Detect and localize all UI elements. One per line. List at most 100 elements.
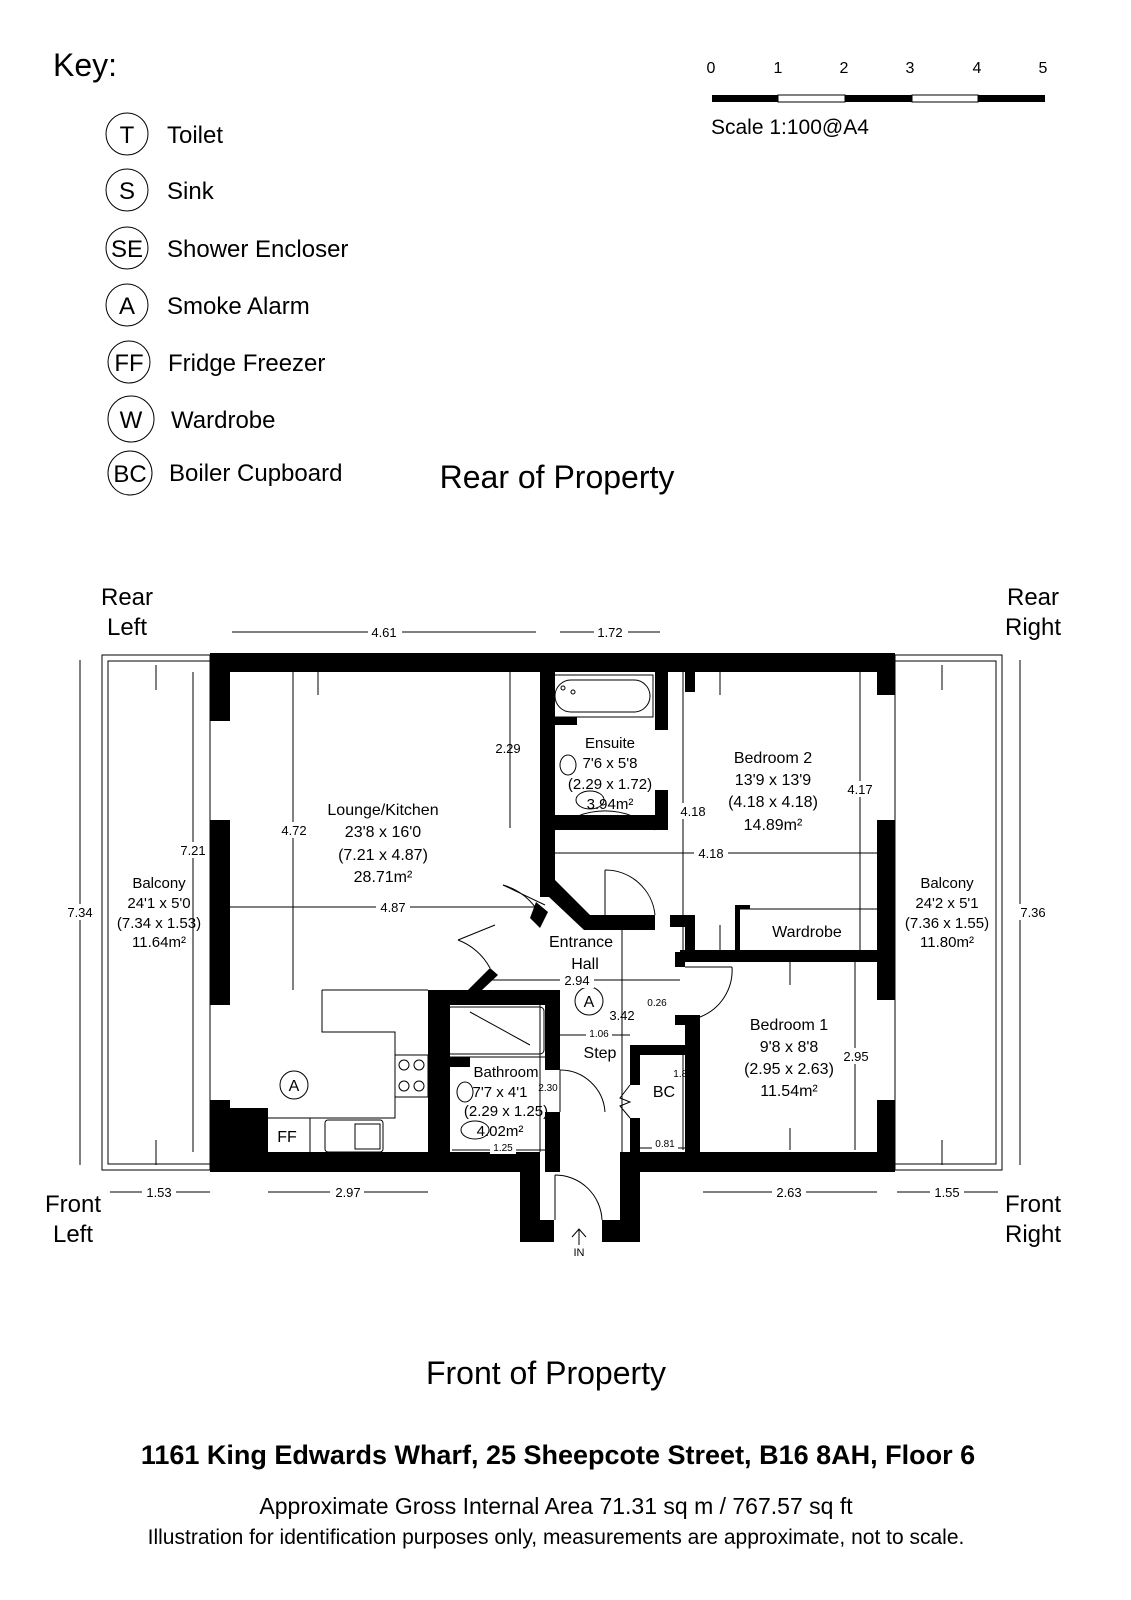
svg-text:Sink: Sink xyxy=(167,178,215,205)
svg-text:1.86: 1.86 xyxy=(673,1069,693,1080)
svg-text:2.30: 2.30 xyxy=(538,1083,558,1094)
rear-label: Rear of Property xyxy=(440,459,675,495)
smoke-alarm-icon: A xyxy=(279,1070,309,1100)
svg-text:Front: Front xyxy=(45,1191,101,1218)
svg-text:7.21: 7.21 xyxy=(180,843,205,858)
svg-text:Entrance: Entrance xyxy=(549,934,613,951)
svg-text:4.18: 4.18 xyxy=(680,804,705,819)
svg-text:Balcony: Balcony xyxy=(920,875,974,892)
svg-text:13'9 x 13'9: 13'9 x 13'9 xyxy=(735,772,811,789)
svg-text:1.53: 1.53 xyxy=(146,1185,171,1200)
svg-text:7'6 x 5'8: 7'6 x 5'8 xyxy=(583,755,638,772)
svg-text:Lounge/Kitchen: Lounge/Kitchen xyxy=(327,802,438,819)
room-bedroom-1: Bedroom 1 9'8 x 8'8 (2.95 x 2.63) 11.54m² xyxy=(744,1017,834,1100)
svg-text:9'8 x 8'8: 9'8 x 8'8 xyxy=(760,1039,819,1056)
svg-text:2.94: 2.94 xyxy=(564,973,589,988)
svg-text:Ensuite: Ensuite xyxy=(585,735,635,752)
svg-text:1: 1 xyxy=(774,60,783,77)
svg-text:5: 5 xyxy=(1039,60,1048,77)
svg-text:4.87: 4.87 xyxy=(380,900,405,915)
svg-text:BC: BC xyxy=(113,461,146,488)
svg-text:4.02m²: 4.02m² xyxy=(477,1123,524,1140)
svg-text:Bedroom 2: Bedroom 2 xyxy=(734,750,812,767)
disclaimer: Illustration for identification purposes… xyxy=(148,1526,965,1549)
svg-text:24'2 x 5'1: 24'2 x 5'1 xyxy=(915,895,978,912)
room-labels: Lounge/Kitchen 23'8 x 16'0 (7.21 x 4.87) 28… xyxy=(117,735,989,1259)
svg-text:2.29: 2.29 xyxy=(495,741,520,756)
scale-bar: 0 1 2 3 4 5 Scale 1:100@A4 xyxy=(707,60,1048,139)
wardrobe-label: Wardrobe xyxy=(772,924,842,941)
svg-text:(2.95 x 2.63): (2.95 x 2.63) xyxy=(744,1061,834,1078)
svg-text:Smoke Alarm: Smoke Alarm xyxy=(167,293,310,320)
svg-text:1.72: 1.72 xyxy=(597,625,622,640)
svg-text:Right: Right xyxy=(1005,1221,1061,1248)
boiler-cupboard-label: BC xyxy=(653,1084,675,1101)
svg-text:A: A xyxy=(289,1078,300,1095)
key-title: Key: xyxy=(53,47,117,83)
svg-text:Left: Left xyxy=(53,1221,93,1248)
svg-text:1.25: 1.25 xyxy=(493,1143,513,1154)
fridge-freezer-label: FF xyxy=(277,1129,297,1146)
svg-text:2.97: 2.97 xyxy=(335,1185,360,1200)
key-item-boiler: BC Boiler Cupboard xyxy=(107,450,342,496)
svg-text:4.72: 4.72 xyxy=(281,823,306,838)
svg-text:Right: Right xyxy=(1005,614,1061,641)
svg-text:(7.21 x 4.87): (7.21 x 4.87) xyxy=(338,847,428,864)
svg-text:24'1 x 5'0: 24'1 x 5'0 xyxy=(127,895,190,912)
svg-text:(4.18 x 4.18): (4.18 x 4.18) xyxy=(728,794,818,811)
svg-text:23'8 x 16'0: 23'8 x 16'0 xyxy=(345,824,421,841)
svg-text:(7.36 x 1.55): (7.36 x 1.55) xyxy=(905,915,989,932)
svg-text:7.34: 7.34 xyxy=(67,905,92,920)
svg-text:A: A xyxy=(119,293,135,320)
svg-text:11.64m²: 11.64m² xyxy=(132,934,186,951)
walls xyxy=(210,653,895,1242)
key-item-wardrobe: W Wardrobe xyxy=(107,395,275,443)
svg-text:3.42: 3.42 xyxy=(609,1008,634,1023)
svg-text:11.54m²: 11.54m² xyxy=(760,1083,818,1100)
svg-text:14.89m²: 14.89m² xyxy=(744,817,803,834)
balcony-right xyxy=(894,654,1003,1171)
svg-text:4: 4 xyxy=(973,60,982,77)
smoke-alarm-icon: A xyxy=(574,986,604,1016)
svg-text:Wardrobe: Wardrobe xyxy=(171,407,275,434)
key-item-smoke-alarm: A Smoke Alarm xyxy=(105,283,310,327)
fixtures xyxy=(230,674,877,1221)
svg-text:Rear: Rear xyxy=(101,584,153,611)
svg-text:Bedroom 1: Bedroom 1 xyxy=(750,1017,828,1034)
svg-text:Boiler Cupboard: Boiler Cupboard xyxy=(169,460,342,487)
svg-text:Shower Encloser: Shower Encloser xyxy=(167,236,348,263)
svg-text:2.95: 2.95 xyxy=(843,1049,868,1064)
svg-text:T: T xyxy=(120,122,135,149)
svg-text:W: W xyxy=(120,407,143,434)
svg-text:4.17: 4.17 xyxy=(847,782,872,797)
svg-text:4.61: 4.61 xyxy=(371,625,396,640)
svg-text:28.71m²: 28.71m² xyxy=(354,869,413,886)
address: 1161 King Edwards Wharf, 25 Sheepcote St… xyxy=(141,1440,975,1470)
svg-text:(7.34 x 1.53): (7.34 x 1.53) xyxy=(117,915,201,932)
svg-text:3: 3 xyxy=(906,60,915,77)
svg-text:Left: Left xyxy=(107,614,147,641)
front-label: Front of Property xyxy=(426,1355,666,1391)
svg-text:1.06: 1.06 xyxy=(589,1029,609,1040)
svg-text:SE: SE xyxy=(111,236,143,263)
svg-text:Fridge Freezer: Fridge Freezer xyxy=(168,350,325,377)
svg-text:0: 0 xyxy=(707,60,716,77)
balcony-left xyxy=(101,654,211,1171)
svg-text:Bathroom: Bathroom xyxy=(473,1064,538,1081)
gross-area: Approximate Gross Internal Area 71.31 sq… xyxy=(259,1493,853,1519)
svg-text:2: 2 xyxy=(840,60,849,77)
svg-text:3.94m²: 3.94m² xyxy=(587,796,634,813)
svg-text:(2.29 x 1.25): (2.29 x 1.25) xyxy=(464,1103,548,1120)
svg-text:A: A xyxy=(584,994,595,1011)
step-label: Step xyxy=(584,1045,617,1062)
